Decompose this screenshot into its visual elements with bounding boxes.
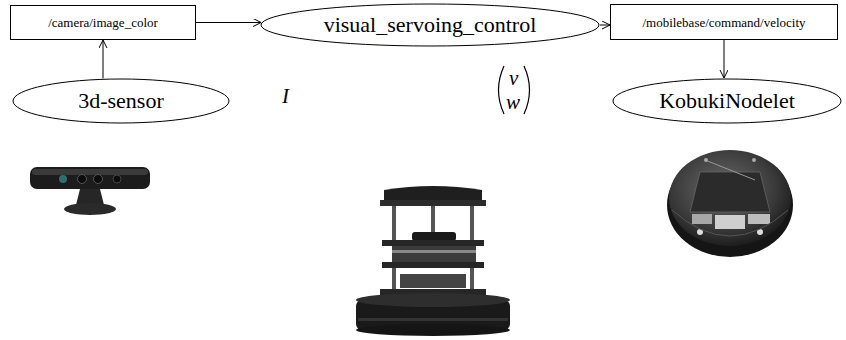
vector-bracket [499,66,530,114]
node-text: /camera/image_color [48,16,158,29]
node-text: visual_servoing_control [324,14,537,36]
signal-label: v [509,68,518,89]
topic-arrow [600,25,610,26]
topic-box: /camera/image_color [10,5,196,40]
signal-label: I [282,86,289,107]
signal-label: w [506,92,520,113]
topic-box: /mobilebase/command/velocity [610,4,838,40]
topic-arrow [196,22,261,23]
kinect-illustration [30,167,150,215]
node-text: KobukiNodelet [659,90,795,112]
topic-arrow [724,40,725,78]
node-text: /mobilebase/command/velocity [642,16,805,29]
process-ellipse: visual_servoing_control [260,3,600,47]
topic-arrow [103,40,104,78]
node-text: 3d-sensor [78,90,164,112]
process-ellipse: KobukiNodelet [612,78,842,124]
process-ellipse: 3d-sensor [12,78,230,124]
turtlebot-illustration [356,186,510,336]
kobuki-illustration [667,150,793,257]
